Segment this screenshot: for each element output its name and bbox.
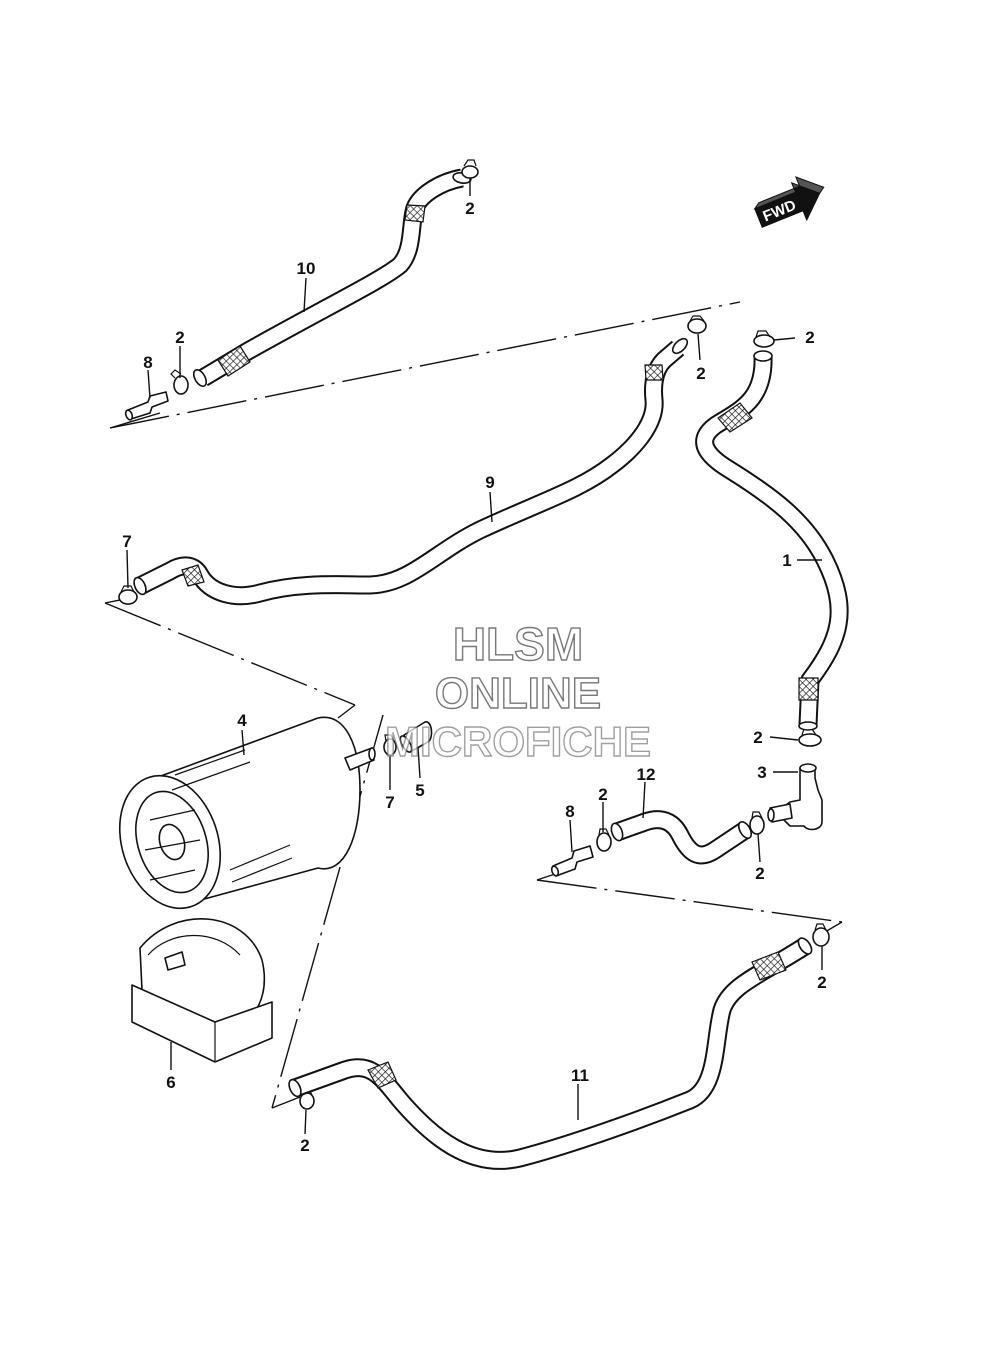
callout-9: 9 (485, 473, 494, 492)
hose-clamp-2d[interactable] (753, 330, 775, 348)
elbow-fitting-3[interactable] (767, 763, 823, 831)
watermark: HLSM ONLINE MICROFICHE (384, 617, 651, 765)
callout-7: 7 (385, 793, 394, 812)
hose-clamp-2h[interactable] (812, 923, 830, 947)
hose-9[interactable] (132, 336, 690, 606)
hose-clamp-2g[interactable] (749, 811, 765, 835)
callout-2: 2 (805, 328, 814, 347)
bracket-6[interactable] (131, 918, 273, 1063)
callout-2: 2 (696, 364, 705, 383)
callout-leaders (126, 178, 823, 1135)
callout-3: 3 (757, 763, 766, 782)
nipple-8-upper[interactable] (124, 391, 169, 421)
hose-11[interactable] (287, 936, 815, 1170)
hose-1[interactable] (695, 350, 849, 731)
hose-12[interactable] (609, 810, 754, 865)
fwd-direction-arrow: FWD (753, 176, 825, 228)
callout-12: 12 (637, 765, 656, 784)
hose-clamp-7b[interactable] (383, 734, 397, 756)
hose-5[interactable] (398, 721, 433, 754)
callout-7: 7 (122, 532, 131, 551)
callout-2: 2 (465, 199, 474, 218)
callout-2: 2 (175, 328, 184, 347)
hose-clamp-2e[interactable] (798, 728, 822, 747)
callout-8: 8 (565, 802, 574, 821)
hose-clamp-7a[interactable] (118, 585, 138, 605)
hose-10[interactable] (191, 168, 472, 389)
callout-5: 5 (415, 781, 424, 800)
callout-8: 8 (143, 353, 152, 372)
hose-clamp-2f[interactable] (596, 828, 612, 852)
hose-clamp-2a[interactable] (461, 159, 479, 179)
callout-labels: 2 10 2 8 2 2 9 7 1 4 7 5 2 3 12 8 2 2 2 … (122, 199, 826, 1155)
callout-4: 4 (237, 711, 247, 730)
callout-2: 2 (598, 785, 607, 804)
callout-6: 6 (166, 1073, 175, 1092)
assembly-guide-lines (104, 301, 843, 1109)
hose-clamp-2b[interactable] (170, 369, 189, 395)
callout-2: 2 (755, 864, 764, 883)
watermark-line-3: MICROFICHE (385, 718, 651, 765)
callout-2: 2 (817, 973, 826, 992)
callout-10: 10 (297, 259, 316, 278)
callout-2: 2 (753, 728, 762, 747)
callout-11: 11 (571, 1066, 589, 1085)
charcoal-canister-4[interactable] (103, 716, 376, 921)
nipple-8-lower[interactable] (550, 845, 594, 877)
hose-clamp-2c[interactable] (687, 315, 707, 334)
callout-1: 1 (782, 551, 791, 570)
callout-2: 2 (300, 1136, 309, 1155)
watermark-line-1: HLSM (453, 618, 583, 670)
watermark-line-2: ONLINE (435, 669, 601, 718)
